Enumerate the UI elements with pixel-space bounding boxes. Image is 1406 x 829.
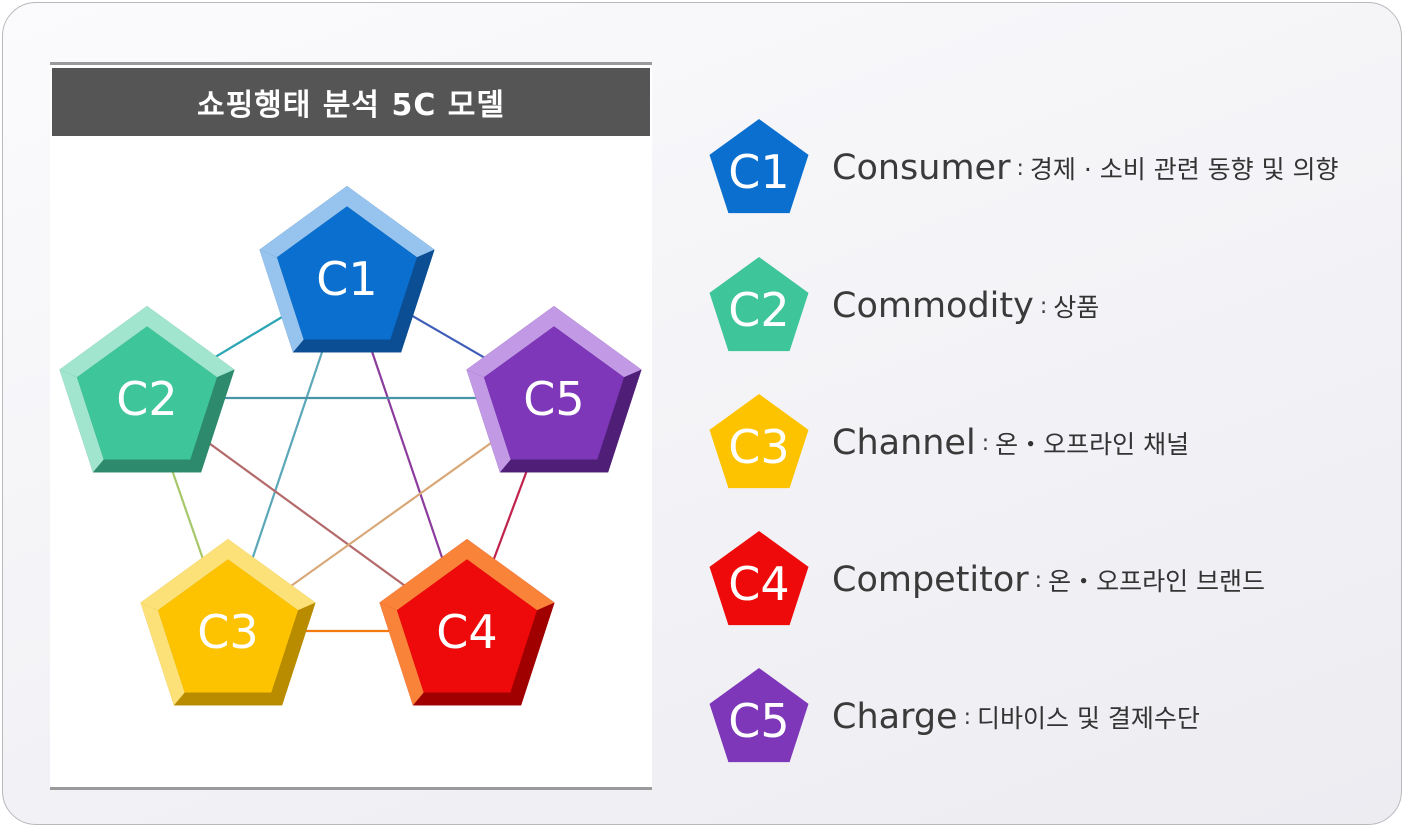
- pentagon-facet: [499, 459, 609, 473]
- pentagon-face: [397, 559, 537, 693]
- pentagon-facet: [379, 602, 424, 706]
- legend-description: 온・오프라인 브랜드: [1048, 567, 1266, 596]
- node-label: C3: [197, 605, 258, 659]
- pentagon-facet: [228, 539, 316, 611]
- node-c1: C1: [259, 186, 435, 353]
- pentagon-facet: [190, 369, 235, 473]
- diagram-title: 쇼핑행태 분석 5C 모델: [52, 68, 650, 136]
- badge-label: C2: [728, 283, 789, 337]
- legend-name: Competitor: [832, 560, 1029, 600]
- node-c3: C3: [140, 539, 316, 706]
- node-c4: C4: [379, 539, 555, 706]
- pentagon-facet: [467, 539, 555, 611]
- pentagon-facet: [140, 602, 185, 706]
- legend-item-channel: C3 Channel : 온・오프라인 채널: [706, 393, 1396, 493]
- legend-item-commodity: C2 Commodity : 상품: [706, 256, 1396, 356]
- legend-description: 상품: [1053, 293, 1100, 322]
- pentagon-face: [484, 326, 624, 460]
- pentagon-facet: [59, 306, 147, 378]
- pentagon-facet: [347, 186, 435, 258]
- c5-badge-icon: C5: [709, 668, 809, 763]
- pentagon-facet: [92, 459, 202, 473]
- pentagon-facet: [147, 306, 235, 378]
- pentagon-facet: [466, 306, 554, 378]
- badge-shape: [709, 668, 809, 763]
- c2-badge-icon: C2: [709, 257, 809, 352]
- badge-shape: [709, 119, 809, 214]
- pentagon-facet: [466, 369, 511, 473]
- badge-shape: [709, 531, 809, 626]
- badge-shape: [709, 394, 809, 489]
- node-label: C2: [116, 372, 177, 426]
- badge-shape: [709, 257, 809, 352]
- legend-name: Channel: [832, 423, 976, 463]
- pentagon-facet: [59, 369, 104, 473]
- legend-name: Charge: [832, 697, 958, 737]
- c3-badge-icon: C3: [709, 394, 809, 489]
- pentagon-facet: [292, 339, 402, 353]
- pentagon-facet: [379, 539, 467, 611]
- pentagon-face: [158, 559, 298, 693]
- legend-separator: :: [1016, 155, 1024, 181]
- legend-item-competitor: C4 Competitor : 온・오프라인 브랜드: [706, 530, 1396, 630]
- badge-label: C4: [728, 557, 789, 611]
- pentagon-facet: [259, 186, 347, 258]
- badge-label: C3: [728, 420, 789, 474]
- pentagon-facet: [510, 602, 555, 706]
- pentagon-face: [77, 326, 217, 460]
- legend-separator: :: [963, 704, 972, 730]
- node-label: C4: [436, 605, 497, 659]
- pentagon-facet: [390, 249, 435, 353]
- legend-name: Consumer: [832, 148, 1011, 188]
- node-label: C5: [523, 372, 584, 426]
- c4-badge-icon: C4: [709, 531, 809, 626]
- pentagon-facet: [140, 539, 228, 611]
- legend-description: 온・오프라인 채널: [995, 430, 1190, 459]
- legend-description: 경제 · 소비 관련 동향 및 의향: [1029, 155, 1339, 184]
- pentagon-facet: [597, 369, 642, 473]
- legend-separator: :: [981, 430, 990, 456]
- legend-description: 디바이스 및 결제수단: [977, 704, 1200, 733]
- pentagon-facet: [259, 249, 304, 353]
- badge-label: C5: [728, 694, 789, 748]
- diagram-panel: 쇼핑행태 분석 5C 모델: [50, 62, 652, 790]
- node-c2: C2: [59, 306, 235, 473]
- legend-separator: :: [1039, 293, 1048, 319]
- legend-name: Commodity: [832, 286, 1034, 326]
- pentagon-facet: [271, 602, 316, 706]
- badge-label: C1: [728, 145, 789, 199]
- c1-badge-icon: C1: [709, 119, 809, 214]
- node-c5: C5: [466, 306, 642, 473]
- legend-item-charge: C5 Charge : 디바이스 및 결제수단: [706, 667, 1396, 767]
- pentagon-face: [277, 206, 417, 340]
- pentagon-facet: [173, 692, 283, 706]
- pentagon-facet: [412, 692, 522, 706]
- legend-item-consumer: C1 Consumer : 경제 · 소비 관련 동향 및 의향: [706, 118, 1396, 218]
- legend-separator: :: [1034, 567, 1043, 593]
- node-label: C1: [316, 252, 377, 306]
- pentagon-facet: [554, 306, 642, 378]
